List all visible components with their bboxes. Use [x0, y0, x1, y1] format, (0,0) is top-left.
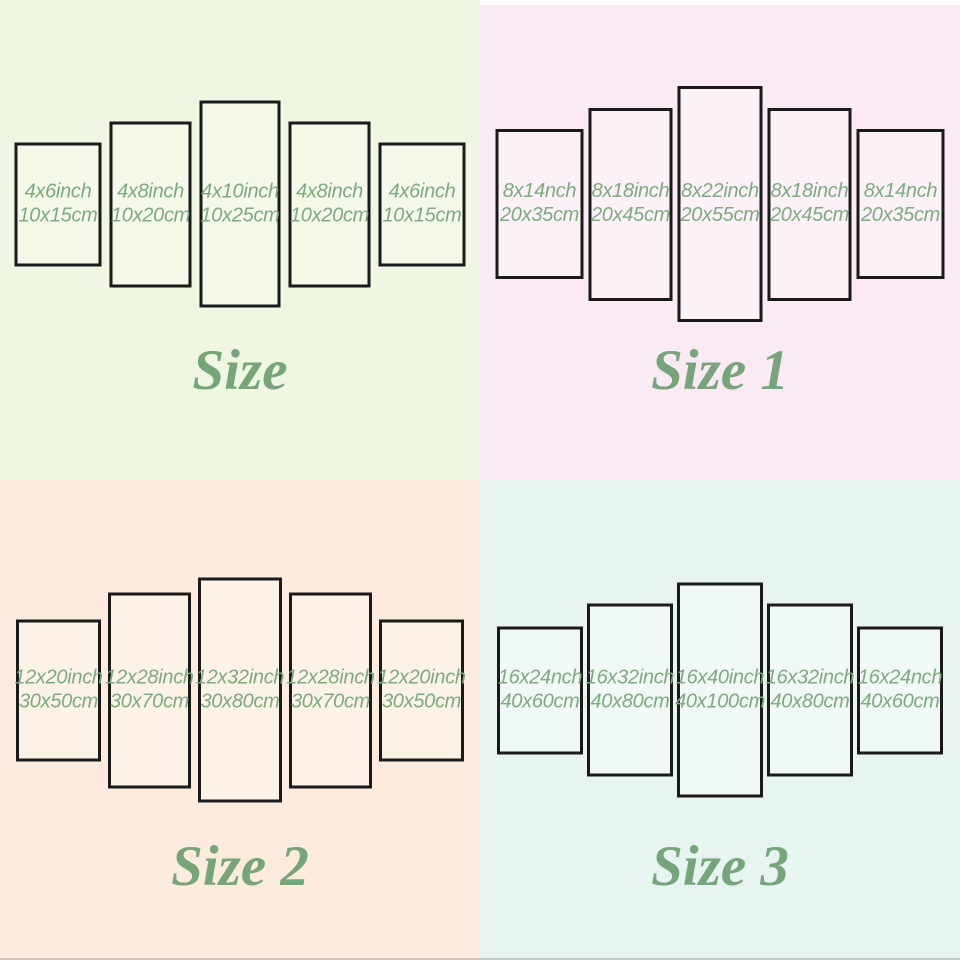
- panel-size-cm: 40x100cm: [675, 690, 765, 712]
- panel-size-label: 16x40inch 40x100cm: [675, 666, 765, 713]
- panel-2: 8x18inch 20x45cm: [588, 107, 673, 301]
- panel-size-inch: 16x24nch: [857, 666, 943, 689]
- panel-layout: 8x14nch 20x35cm 8x18inch 20x45cm 8x22inc…: [495, 86, 945, 322]
- panel-size-cm: 10x15cm: [18, 204, 98, 226]
- panel-size-label: 16x32inch 40x80cm: [765, 666, 855, 713]
- panel-size-cm: 30x50cm: [18, 690, 99, 712]
- panel-layout: 16x24nch 40x60cm 16x32inch 40x80cm 16x40…: [497, 582, 943, 798]
- panel-size-inch: 16x24nch: [497, 666, 583, 689]
- panel-3: 8x22inch 20x55cm: [677, 86, 763, 322]
- panel-3: 16x40inch 40x100cm: [675, 582, 765, 798]
- panel-size-cm: 10x15cm: [382, 204, 462, 226]
- panel-4: 16x32inch 40x80cm: [765, 603, 855, 777]
- panel-size-inch: 4x8inch: [117, 180, 184, 203]
- quadrant-size: 4x6inch 10x15cm 4x8inch 10x20cm 4x10inch…: [0, 0, 480, 480]
- quadrant-title: Size 1: [651, 339, 789, 402]
- quadrant-title: Size 3: [651, 835, 789, 898]
- panel-5: 12x20inch 30x50cm: [377, 619, 466, 761]
- panel-size-inch: 8x18inch: [770, 180, 849, 203]
- panel-size-cm: 40x80cm: [590, 690, 670, 712]
- quadrant-title: Size 2: [171, 835, 309, 898]
- panel-size-inch: 12x28inch: [105, 666, 194, 689]
- panel-4: 4x8inch 10x20cm: [288, 121, 371, 287]
- panel-size-inch: 4x8inch: [296, 180, 363, 203]
- panel-size-cm: 20x45cm: [769, 204, 850, 226]
- panel-size-label: 4x6inch 10x15cm: [18, 180, 97, 227]
- panel-size-cm: 10x20cm: [289, 204, 370, 226]
- panel-size-inch: 8x14nch: [863, 180, 938, 203]
- panel-size-label: 12x28inch 30x70cm: [286, 666, 375, 713]
- panel-size-inch: 4x6inch: [24, 180, 92, 203]
- panel-5: 4x6inch 10x15cm: [378, 142, 466, 266]
- panel-2: 4x8inch 10x20cm: [109, 121, 192, 287]
- panel-5: 8x14nch 20x35cm: [856, 129, 945, 279]
- quadrant-size-1: 8x14nch 20x35cm 8x18inch 20x45cm 8x22inc…: [480, 0, 960, 480]
- panel-size-inch: 4x6inch: [388, 180, 456, 203]
- panel-size-label: 12x20inch 30x50cm: [14, 666, 103, 713]
- panel-size-label: 12x28inch 30x70cm: [105, 666, 194, 713]
- panel-size-cm: 20x45cm: [590, 204, 671, 226]
- panel-size-inch: 12x20inch: [377, 666, 466, 689]
- panel-size-inch: 8x22inch: [681, 180, 759, 203]
- panel-size-label: 12x32inch 30x80cm: [195, 666, 285, 713]
- panel-size-cm: 30x70cm: [109, 690, 190, 712]
- panel-size-inch: 12x28inch: [286, 666, 375, 689]
- panel-5: 16x24nch 40x60cm: [857, 626, 943, 754]
- panel-size-label: 16x32inch 40x80cm: [585, 666, 675, 713]
- panel-1: 12x20inch 30x50cm: [14, 619, 103, 761]
- panel-1: 4x6inch 10x15cm: [14, 142, 102, 266]
- panel-size-label: 8x14nch 20x35cm: [500, 180, 579, 227]
- panel-layout: 4x6inch 10x15cm 4x8inch 10x20cm 4x10inch…: [14, 100, 466, 308]
- quadrant-title: Size: [192, 339, 288, 402]
- panel-3: 4x10inch 10x25cm: [199, 100, 281, 308]
- panel-layout: 12x20inch 30x50cm 12x28inch 30x70cm 12x3…: [14, 577, 466, 803]
- panel-size-cm: 10x20cm: [110, 204, 191, 226]
- panel-size-label: 4x8inch 10x20cm: [111, 180, 190, 227]
- panel-size-cm: 40x60cm: [500, 690, 580, 712]
- panel-size-label: 4x8inch 10x20cm: [290, 180, 369, 227]
- panel-size-label: 12x20inch 30x50cm: [377, 666, 466, 713]
- panel-size-inch: 12x32inch: [195, 666, 285, 689]
- panel-size-inch: 12x20inch: [14, 666, 103, 689]
- panel-size-label: 4x6inch 10x15cm: [382, 180, 461, 227]
- panel-size-cm: 40x60cm: [860, 690, 940, 712]
- panel-size-cm: 30x50cm: [381, 690, 462, 712]
- panel-size-cm: 30x80cm: [200, 690, 280, 712]
- quadrant-size-3: 16x24nch 40x60cm 16x32inch 40x80cm 16x40…: [480, 480, 960, 960]
- panel-size-cm: 20x55cm: [680, 204, 760, 226]
- panel-size-label: 16x24nch 40x60cm: [857, 666, 943, 713]
- panel-size-label: 8x18inch 20x45cm: [591, 180, 670, 227]
- panel-size-cm: 20x35cm: [499, 204, 580, 226]
- panel-size-cm: 40x80cm: [770, 690, 850, 712]
- panel-1: 16x24nch 40x60cm: [497, 626, 583, 754]
- panel-size-inch: 8x18inch: [591, 180, 670, 203]
- panel-size-label: 4x10inch 10x25cm: [200, 180, 279, 227]
- quadrant-size-2: 12x20inch 30x50cm 12x28inch 30x70cm 12x3…: [0, 480, 480, 960]
- panel-4: 8x18inch 20x45cm: [767, 107, 852, 301]
- panel-size-cm: 30x70cm: [290, 690, 371, 712]
- panel-4: 12x28inch 30x70cm: [286, 592, 375, 788]
- panel-size-label: 8x18inch 20x45cm: [770, 180, 849, 227]
- panel-size-cm: 10x25cm: [200, 204, 280, 226]
- panel-size-label: 8x22inch 20x55cm: [680, 180, 759, 227]
- panel-size-inch: 16x32inch: [585, 666, 675, 689]
- panel-size-label: 16x24nch 40x60cm: [497, 666, 583, 713]
- panel-size-cm: 20x35cm: [860, 204, 941, 226]
- panel-size-label: 8x14nch 20x35cm: [861, 180, 940, 227]
- panel-2: 12x28inch 30x70cm: [105, 592, 194, 788]
- panel-3: 12x32inch 30x80cm: [195, 577, 285, 803]
- panel-1: 8x14nch 20x35cm: [495, 129, 584, 279]
- panel-size-inch: 16x32inch: [765, 666, 855, 689]
- panel-2: 16x32inch 40x80cm: [585, 603, 675, 777]
- panel-size-inch: 8x14nch: [502, 180, 577, 203]
- panel-size-inch: 4x10inch: [201, 180, 279, 203]
- panel-size-inch: 16x40inch: [675, 666, 765, 689]
